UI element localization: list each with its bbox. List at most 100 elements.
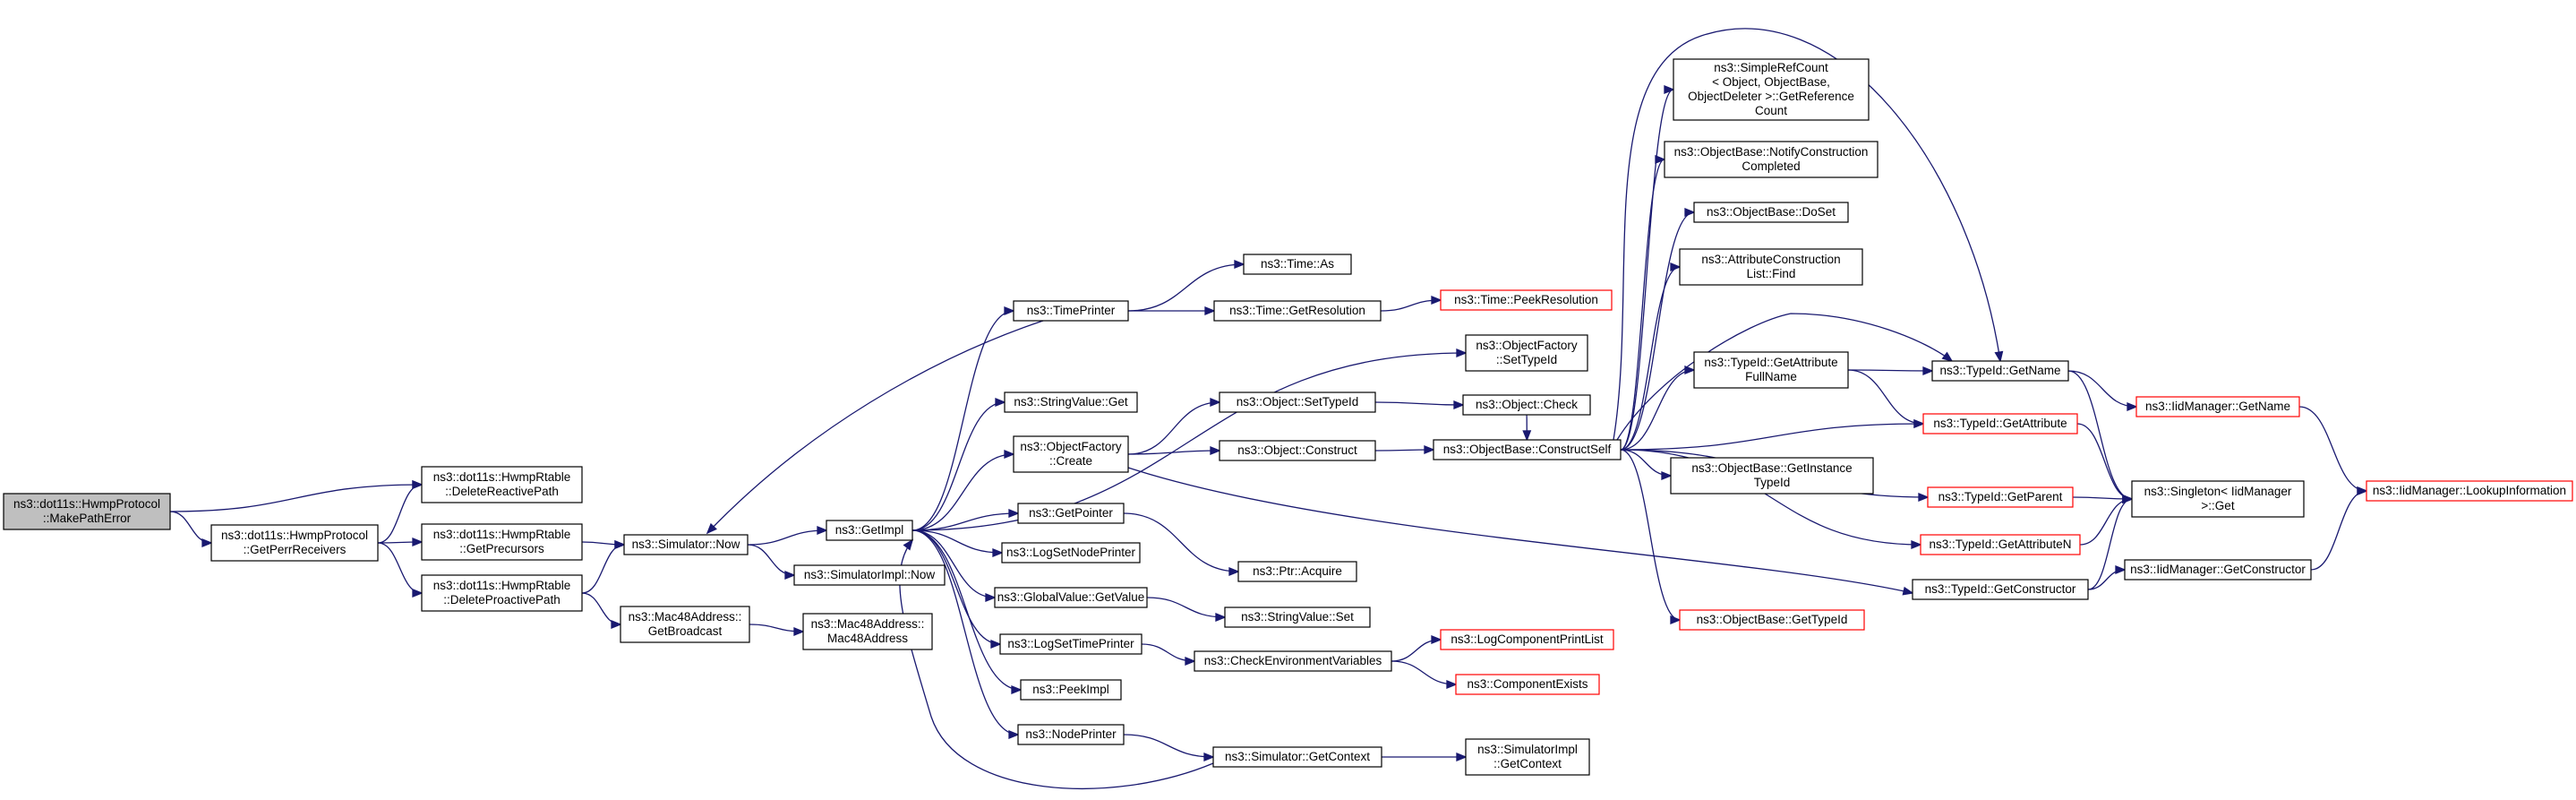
function-node-n30[interactable]: ns3::ObjectBase::ConstructSelf (1433, 439, 1622, 460)
node-box (2124, 559, 2312, 581)
function-node-n12[interactable]: ns3::ObjectFactory::Create (1013, 435, 1129, 473)
function-node-n35[interactable]: ns3::ObjectBase::NotifyConstructionCompl… (1664, 141, 1879, 178)
node-label: Completed (1742, 159, 1800, 173)
function-node-n3[interactable]: ns3::dot11s::HwmpRtable::GetPrecursors (421, 523, 583, 561)
node-label: ns3::TypeId::GetAttribute (1933, 417, 2067, 430)
function-node-n36[interactable]: ns3::ObjectBase::DoSet (1693, 202, 1849, 223)
function-node-n18[interactable]: ns3::NodePrinter (1017, 724, 1125, 745)
node-label: ::Create (1049, 454, 1092, 468)
node-label: ns3::LogComponentPrintList (1451, 632, 1604, 646)
call-edge (747, 544, 796, 580)
node-label: FullName (1745, 370, 1797, 383)
call-edge (377, 538, 424, 546)
node-label: ns3::ObjectFactory (1476, 339, 1578, 352)
node-box (623, 534, 749, 555)
function-node-n27[interactable]: ns3::Time::PeekResolution (1440, 289, 1613, 311)
function-node-n23[interactable]: ns3::Ptr::Acquire (1237, 561, 1357, 582)
node-box (994, 587, 1148, 608)
function-node-n34[interactable]: ns3::SimpleRefCount< Object, ObjectBase,… (1673, 58, 1870, 121)
node-box (1462, 394, 1591, 416)
node-label: ::SetTypeId (1496, 353, 1557, 366)
function-node-n49[interactable]: ns3::IidManager::LookupInformation (2366, 480, 2573, 502)
call-edge (1123, 734, 1215, 761)
call-edge (377, 480, 424, 544)
node-box (210, 524, 379, 562)
function-node-n46[interactable]: ns3::IidManager::GetName (2135, 396, 2300, 417)
function-node-n19[interactable]: ns3::Time::As (1243, 254, 1352, 275)
function-node-n10[interactable]: ns3::TimePrinter (1013, 300, 1129, 322)
function-node-n43[interactable]: ns3::TypeId::GetParent (1927, 486, 2074, 508)
node-label: ns3::Time::PeekResolution (1454, 293, 1598, 306)
call-edge (169, 480, 424, 512)
call-edge (2076, 423, 2134, 503)
call-edge (1391, 660, 1458, 689)
call-edge (1620, 85, 1675, 451)
function-node-n1[interactable]: ns3::dot11s::HwmpRtable::DeleteReactiveP… (421, 466, 583, 503)
function-node-n20[interactable]: ns3::Time::GetResolution (1213, 300, 1382, 322)
function-node-n33[interactable]: ns3::SimulatorImpl::GetContext (1465, 738, 1590, 776)
call-edge (2298, 406, 2368, 495)
function-node-n15[interactable]: ns3::GlobalValue::GetValue (994, 587, 1148, 608)
node-box (1013, 435, 1129, 473)
call-edge (911, 529, 1023, 694)
call-edge (1127, 398, 1221, 455)
function-node-n22[interactable]: ns3::Object::Construct (1219, 440, 1376, 461)
function-node-n5[interactable]: ns3::Simulator::Now (623, 534, 749, 555)
function-node-n28[interactable]: ns3::ObjectFactory::SetTypeId (1465, 334, 1588, 372)
function-node-n17[interactable]: ns3::PeekImpl (1020, 679, 1122, 701)
call-edge (1620, 449, 1682, 624)
function-node-n44[interactable]: ns3::TypeId::GetAttributeN (1920, 534, 2081, 555)
node-box (1013, 300, 1129, 322)
function-node-n47[interactable]: ns3::Singleton< IidManager>::Get (2131, 480, 2305, 518)
function-node-n29[interactable]: ns3::Object::Check (1462, 394, 1591, 416)
function-node-n41[interactable]: ns3::TypeId::GetName (1931, 360, 2069, 382)
function-node-n9[interactable]: ns3::SimulatorImpl::Now (793, 564, 946, 586)
node-label: TypeId (1754, 476, 1791, 489)
node-label: ns3::TypeId::GetParent (1938, 490, 2063, 503)
function-node-n24[interactable]: ns3::StringValue::Set (1224, 606, 1371, 628)
node-box (1670, 457, 1874, 495)
function-node-n7[interactable]: ns3::Mac48Address::Mac48Address (802, 613, 933, 650)
function-node-n16[interactable]: ns3::LogSetTimePrinter (999, 633, 1143, 655)
call-edge (911, 529, 1020, 739)
function-node-n32[interactable]: ns3::ComponentExists (1455, 674, 1600, 695)
function-node-n2[interactable]: ns3::dot11s::HwmpProtocol::GetPerrReceiv… (210, 524, 379, 562)
function-node-n21[interactable]: ns3::Object::SetTypeId (1219, 391, 1376, 413)
function-node-n13[interactable]: ns3::GetPointer (1017, 503, 1125, 524)
node-box (421, 466, 583, 503)
function-node-n31[interactable]: ns3::LogComponentPrintList (1440, 629, 1614, 650)
function-node-n48[interactable]: ns3::IidManager::GetConstructor (2124, 559, 2312, 581)
function-node-n42[interactable]: ns3::TypeId::GetAttribute (1922, 413, 2078, 434)
function-node-n14[interactable]: ns3::LogSetNodePrinter (1001, 542, 1141, 563)
function-node-n4[interactable]: ns3::dot11s::HwmpRtable::DeleteProactive… (421, 574, 583, 612)
node-label: ns3::ObjectBase::GetInstance (1691, 461, 1852, 475)
node-label: ::MakePathError (43, 512, 132, 525)
node-label: ns3::Mac48Address:: (629, 610, 742, 624)
node-label: ns3::Mac48Address:: (811, 617, 925, 631)
node-label: ns3::Simulator::Now (632, 538, 740, 551)
node-label: Count (1755, 104, 1787, 117)
function-node-n0[interactable]: ns3::dot11s::HwmpProtocol::MakePathError (3, 493, 171, 530)
function-node-n45[interactable]: ns3::TypeId::GetConstructor (1912, 579, 2089, 600)
node-label: ns3::IidManager::LookupInformation (2373, 484, 2566, 497)
function-node-n25[interactable]: ns3::CheckEnvironmentVariables (1194, 650, 1392, 672)
node-label: ns3::TypeId::GetAttributeN (1929, 538, 2071, 551)
call-edge (911, 398, 1006, 531)
node-label: ns3::ObjectBase::DoSet (1707, 205, 1836, 219)
function-node-n8[interactable]: ns3::GetImpl (826, 520, 913, 541)
call-edge (1127, 260, 1245, 312)
node-label: ns3::dot11s::HwmpProtocol (221, 529, 368, 542)
node-label: ns3::Simulator::GetContext (1225, 750, 1370, 763)
node-box (1693, 202, 1849, 223)
function-node-n6[interactable]: ns3::Mac48Address::GetBroadcast (620, 606, 750, 643)
function-node-n11[interactable]: ns3::StringValue::Get (1004, 391, 1138, 413)
node-label: ns3::dot11s::HwmpRtable (433, 579, 571, 592)
node-box (1912, 579, 2089, 600)
node-box (1931, 360, 2069, 382)
node-label: ns3::LogSetTimePrinter (1007, 637, 1134, 650)
function-node-n26[interactable]: ns3::Simulator::GetContext (1212, 746, 1382, 768)
function-node-n40[interactable]: ns3::ObjectBase::GetTypeId (1679, 609, 1865, 631)
